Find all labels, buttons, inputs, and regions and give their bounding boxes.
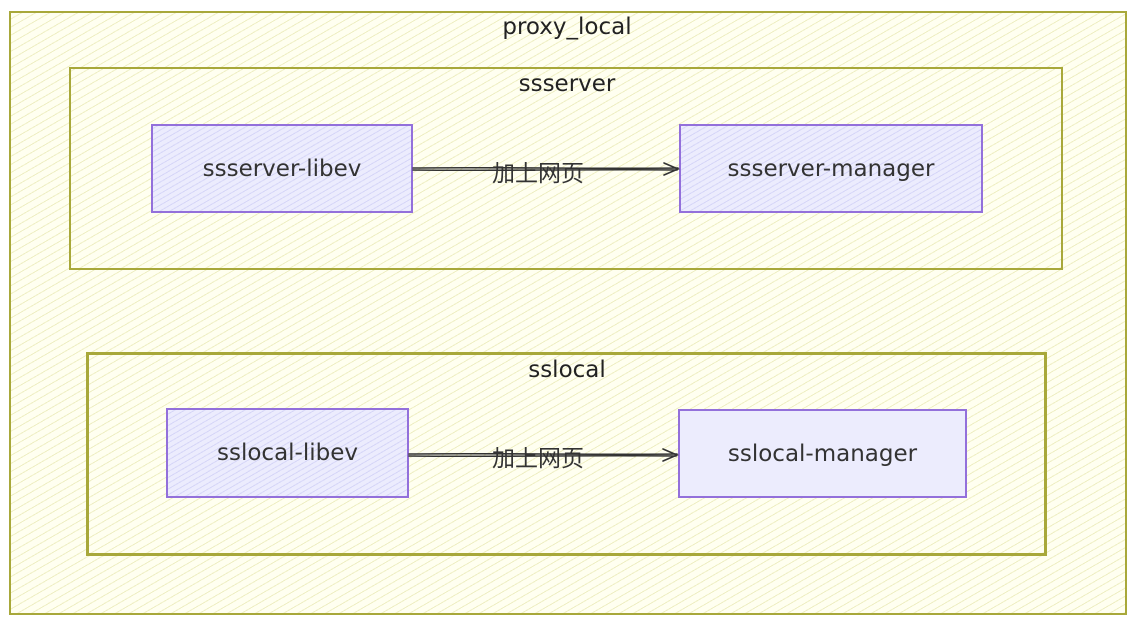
sslocal-edge-label: 加上网页 <box>492 446 584 472</box>
sslocal-manager-node: sslocal-manager <box>678 409 967 498</box>
ssserver-libev-node: ssserver-libev <box>151 124 413 213</box>
ssserver-edge-label: 加上网页 <box>492 161 584 187</box>
ssserver-manager-node: ssserver-manager <box>679 124 983 213</box>
outer-container-title: proxy_local <box>502 14 632 40</box>
sslocal-group-title: sslocal <box>528 357 606 383</box>
sslocal-libev-node: sslocal-libev <box>166 408 409 498</box>
ssserver-group-title: ssserver <box>518 71 616 97</box>
